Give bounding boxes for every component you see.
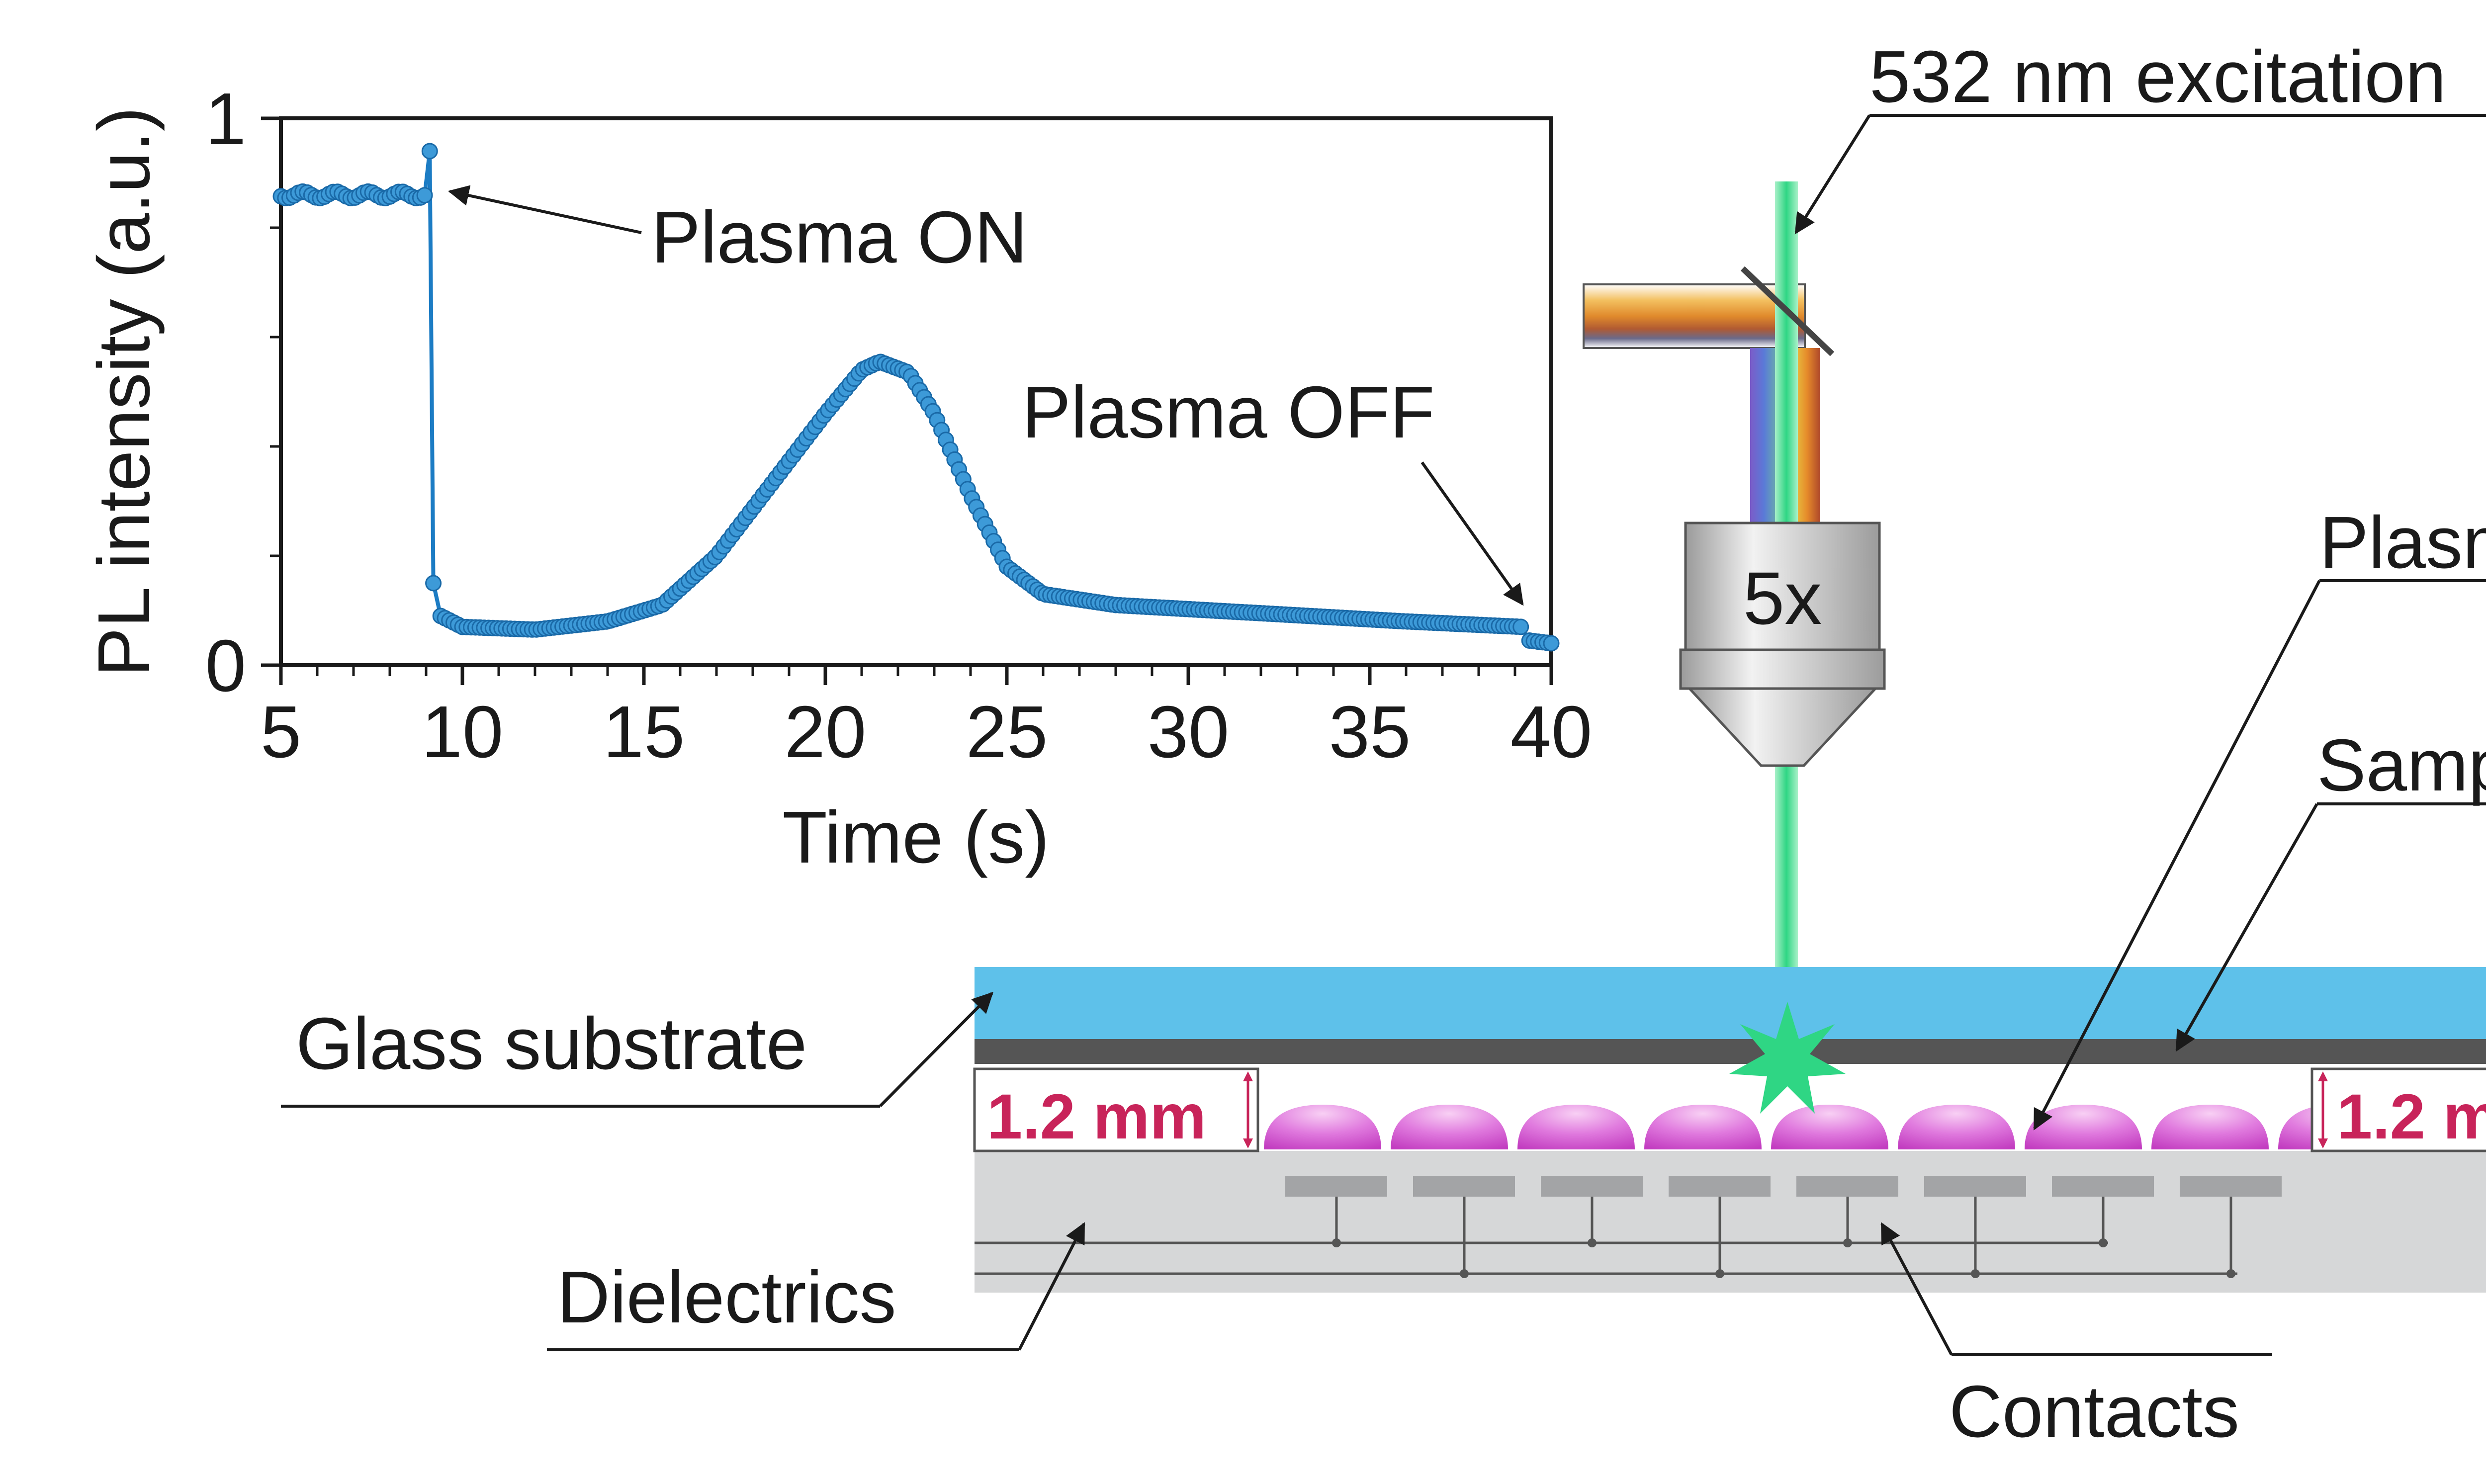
laser-spot bbox=[1729, 1002, 1846, 1114]
dielectric-layer bbox=[975, 1151, 2486, 1293]
wire-node bbox=[1715, 1269, 1724, 1278]
plot-frame bbox=[279, 116, 1553, 667]
excitation-label: 532 nm excitation bbox=[1869, 36, 2446, 118]
sample-label: Sample bbox=[2317, 724, 2486, 806]
x-tick-label: 20 bbox=[785, 691, 867, 773]
x-axis-ticks: 5 10 15 20 25 30 35 40 bbox=[261, 665, 1592, 773]
sample-arrow bbox=[2175, 803, 2318, 1052]
plasma-dome bbox=[1517, 1105, 1635, 1149]
plasma-dome bbox=[1771, 1105, 1888, 1149]
data-point bbox=[1512, 618, 1529, 635]
y-axis-ticks: 01 bbox=[205, 78, 281, 707]
contacts-label: Contacts bbox=[1949, 1371, 2239, 1453]
dielectrics-arrow bbox=[1018, 1222, 1085, 1351]
optical-setup: 5x 532 nm excitation bbox=[1583, 36, 2486, 1027]
y-tick-label: 0 bbox=[205, 625, 246, 707]
glass-arrow bbox=[879, 992, 993, 1108]
plasma-domes bbox=[1264, 1105, 2396, 1149]
contact-pad bbox=[1924, 1176, 2026, 1197]
data-point bbox=[421, 143, 438, 160]
plasma-dome bbox=[2025, 1105, 2142, 1149]
wire-node bbox=[1971, 1269, 1980, 1278]
y-tick-label: 1 bbox=[205, 78, 246, 160]
contact-pad bbox=[1669, 1176, 1771, 1197]
x-tick-label: 25 bbox=[966, 691, 1048, 773]
plasma-off-arrow bbox=[1421, 461, 1524, 606]
x-axis-label: Time (s) bbox=[782, 796, 1049, 878]
gap-dimension-right: 1.2 mm bbox=[2310, 1067, 2486, 1152]
plasma-label: Plasma bbox=[2319, 502, 2486, 584]
sample-layer bbox=[975, 1039, 2486, 1064]
contact-pad bbox=[2180, 1176, 2282, 1197]
wire-node bbox=[1460, 1269, 1469, 1278]
excitation-arrow bbox=[1794, 114, 1871, 235]
plasma-dome bbox=[1391, 1105, 1508, 1149]
contact-pads bbox=[1285, 1176, 2282, 1197]
contacts-arrow bbox=[1880, 1222, 1953, 1356]
pl-series bbox=[272, 143, 1560, 652]
x-tick-label: 30 bbox=[1148, 691, 1230, 773]
plasma-dome bbox=[1898, 1105, 2015, 1149]
wire-node bbox=[1588, 1238, 1597, 1247]
data-point bbox=[416, 187, 433, 204]
contact-pad bbox=[1796, 1176, 1898, 1197]
data-point bbox=[1543, 635, 1560, 652]
objective-lens: 5x bbox=[1679, 522, 1886, 767]
contact-pad bbox=[1541, 1176, 1643, 1197]
plasma-on-arrow bbox=[447, 185, 642, 234]
plasma-on-annotation: Plasma ON bbox=[651, 196, 1028, 278]
glass-substrate-label: Glass substrate bbox=[296, 1003, 807, 1085]
x-tick-label: 5 bbox=[261, 691, 301, 773]
x-tick-label: 40 bbox=[1510, 691, 1593, 773]
gap-left-label: 1.2 mm bbox=[987, 1081, 1206, 1152]
objective-magnification: 5x bbox=[1743, 556, 1822, 640]
wire-node bbox=[2099, 1238, 2108, 1247]
contact-pad bbox=[2052, 1176, 2154, 1197]
contact-pad bbox=[1413, 1176, 1515, 1197]
contact-wiring bbox=[975, 1197, 2237, 1278]
contact-pad bbox=[1285, 1176, 1387, 1197]
x-tick-label: 15 bbox=[603, 691, 685, 773]
plasma-off-annotation: Plasma OFF bbox=[1022, 371, 1435, 453]
x-tick-label: 35 bbox=[1329, 691, 1411, 773]
glass-substrate bbox=[975, 967, 2486, 1039]
data-point bbox=[425, 575, 442, 592]
wire-node bbox=[1332, 1238, 1341, 1247]
plasma-dome bbox=[1264, 1105, 1381, 1149]
gap-dimension-left: 1.2 mm bbox=[973, 1067, 1259, 1152]
wire-node bbox=[1843, 1238, 1852, 1247]
plasma-arrow bbox=[2033, 580, 2321, 1131]
plasma-dome bbox=[1644, 1105, 1762, 1149]
device-stack: 1.2 mm 1.2 mm Plasma Sample Glass substr… bbox=[281, 502, 2486, 1453]
x-tick-label: 10 bbox=[422, 691, 504, 773]
plasma-dome bbox=[2151, 1105, 2269, 1149]
y-axis-label: PL intensity (a.u.) bbox=[83, 107, 165, 677]
beamsplitter bbox=[1740, 266, 1835, 356]
wire-node bbox=[2226, 1269, 2235, 1278]
gap-right-label: 1.2 mm bbox=[2337, 1081, 2486, 1152]
dielectrics-label: Dielectrics bbox=[557, 1256, 896, 1338]
